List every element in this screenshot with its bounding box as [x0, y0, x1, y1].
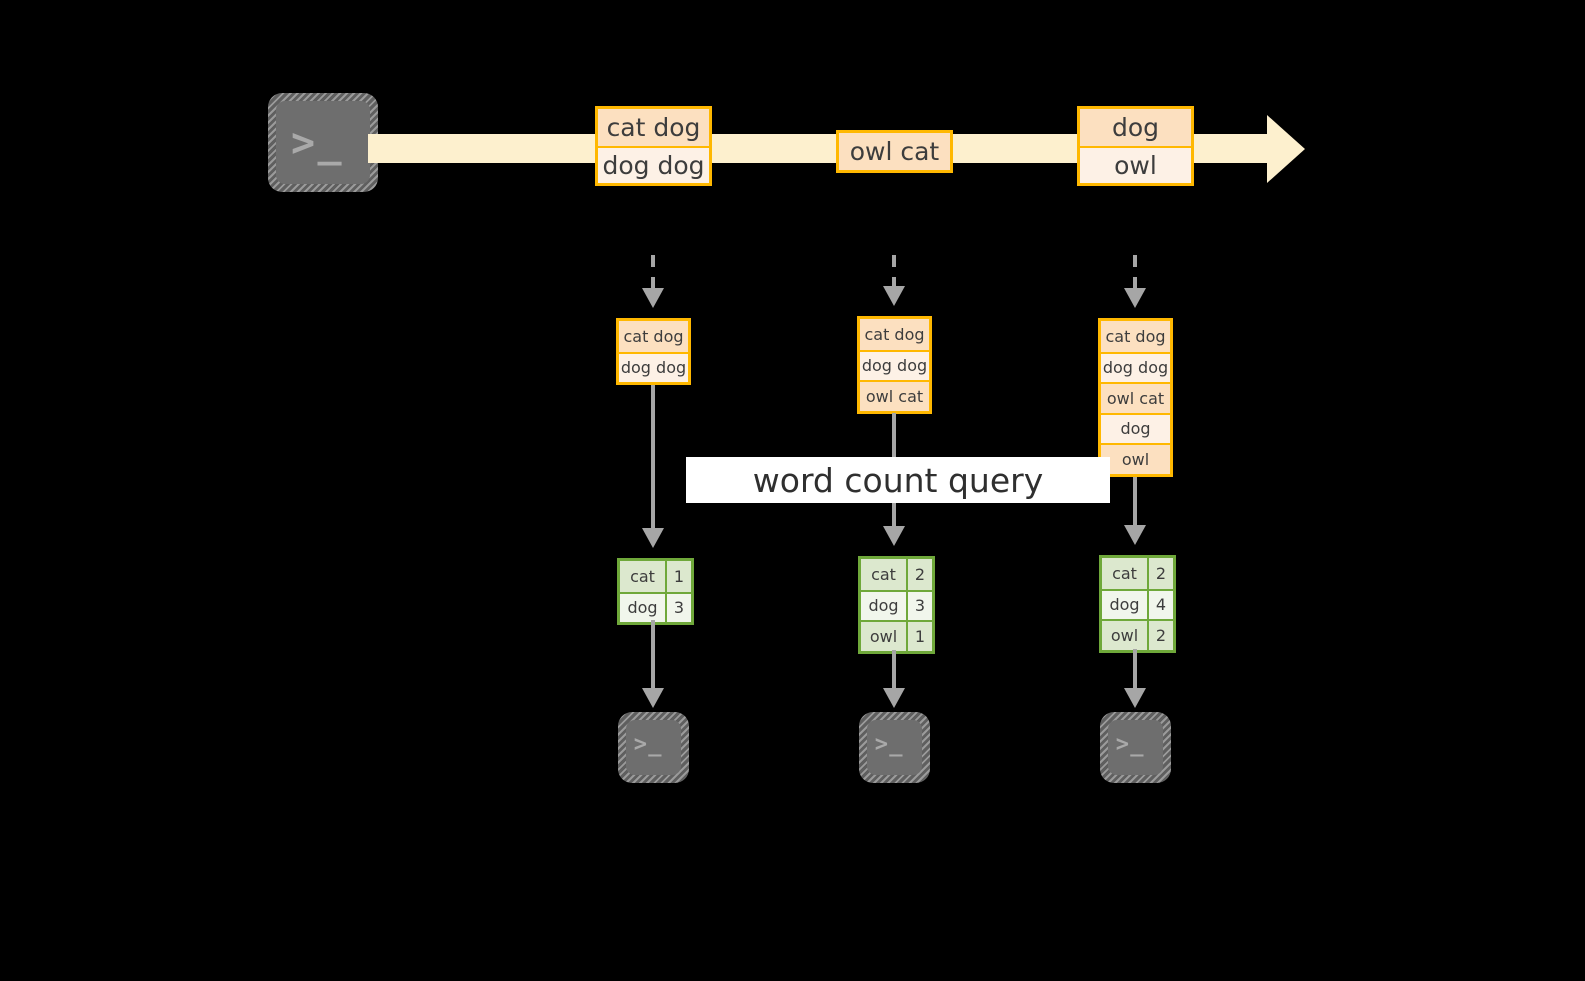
terminal-prompt-glyph: >_ [1115, 732, 1145, 758]
stream-to-state-arrowhead-2 [883, 286, 905, 306]
result-word: owl [1102, 621, 1147, 650]
state-row: owl cat [860, 380, 929, 411]
result-word: dog [861, 591, 906, 620]
result-count: 2 [1147, 558, 1173, 589]
result-to-consumer-arrowhead-2 [883, 688, 905, 708]
stream-message-group-3[interactable]: dog owl [1077, 106, 1194, 186]
state-to-result-connector-1 [651, 385, 655, 537]
result-word: dog [620, 593, 665, 622]
stream-to-state-arrowhead-1 [642, 288, 664, 308]
stream-message-group-2[interactable]: owl cat [836, 130, 953, 173]
state-row: owl [1101, 443, 1170, 474]
state-row: owl cat [1101, 382, 1170, 413]
stream-message-row: dog dog [598, 146, 709, 183]
result-count: 1 [665, 561, 691, 592]
result-table-3[interactable]: cat 2 dog 4 owl 2 [1099, 555, 1176, 653]
accumulated-state-3[interactable]: cat dog dog dog owl cat dog owl [1098, 318, 1173, 477]
terminal-prompt-glyph: >_ [633, 732, 663, 758]
result-word: cat [1102, 558, 1147, 589]
result-word: owl [861, 622, 906, 651]
producer-terminal-icon: >_ [268, 93, 378, 192]
result-count: 3 [906, 591, 932, 620]
result-count: 4 [1147, 590, 1173, 619]
accumulated-state-2[interactable]: cat dog dog dog owl cat [857, 316, 932, 414]
state-to-result-arrowhead-3 [1124, 525, 1146, 545]
result-count: 2 [1147, 621, 1173, 650]
terminal-screen: >_ [626, 720, 681, 775]
query-label-band: word count query [686, 457, 1110, 503]
state-row: dog dog [860, 349, 929, 380]
table-row: dog 3 [861, 589, 932, 620]
terminal-screen: >_ [867, 720, 922, 775]
stream-arrowhead [1267, 114, 1305, 183]
table-row: cat 1 [620, 561, 691, 592]
result-word: dog [1102, 590, 1147, 619]
terminal-screen: >_ [1108, 720, 1163, 775]
result-to-consumer-arrowhead-1 [642, 688, 664, 708]
consumer-terminal-icon-1: >_ [618, 712, 689, 783]
state-to-result-connector-3 [1133, 477, 1137, 535]
table-row: owl 1 [861, 620, 932, 651]
stream-message-group-1[interactable]: cat dog dog dog [595, 106, 712, 186]
result-word: cat [861, 559, 906, 590]
consumer-terminal-icon-2: >_ [859, 712, 930, 783]
state-row: cat dog [860, 319, 929, 350]
query-label: word count query [752, 460, 1044, 500]
result-to-consumer-arrowhead-3 [1124, 688, 1146, 708]
state-row: dog dog [1101, 351, 1170, 382]
state-row: cat dog [1101, 321, 1170, 352]
state-row: dog dog [619, 351, 688, 382]
accumulated-state-1[interactable]: cat dog dog dog [616, 318, 691, 385]
result-to-consumer-connector-1 [651, 620, 655, 695]
terminal-prompt-glyph: >_ [291, 119, 344, 166]
state-row: cat dog [619, 321, 688, 352]
table-row: dog 4 [1102, 588, 1173, 619]
stream-to-state-connector-2 [892, 255, 896, 297]
result-count: 2 [906, 559, 932, 590]
stream-message-row: dog [1080, 109, 1191, 146]
table-row: owl 2 [1102, 619, 1173, 650]
state-to-result-arrowhead-1 [642, 528, 664, 548]
stream-to-state-connector-3 [1133, 255, 1137, 299]
stream-to-state-connector-1 [651, 255, 655, 299]
result-count: 1 [906, 622, 932, 651]
table-row: cat 2 [1102, 558, 1173, 589]
state-to-result-arrowhead-2 [883, 526, 905, 546]
result-table-2[interactable]: cat 2 dog 3 owl 1 [858, 556, 935, 654]
terminal-prompt-glyph: >_ [874, 732, 904, 758]
result-to-consumer-connector-2 [892, 650, 896, 695]
stream-message-row: cat dog [598, 109, 709, 146]
state-row: dog [1101, 412, 1170, 443]
result-word: cat [620, 561, 665, 592]
stream-to-state-arrowhead-3 [1124, 288, 1146, 308]
terminal-screen: >_ [276, 101, 370, 184]
result-count: 3 [665, 593, 691, 622]
result-table-1[interactable]: cat 1 dog 3 [617, 558, 694, 625]
consumer-terminal-icon-3: >_ [1100, 712, 1171, 783]
table-row: dog 3 [620, 591, 691, 622]
result-to-consumer-connector-3 [1133, 649, 1137, 695]
stream-message-row: owl cat [839, 133, 950, 170]
stream-message-row: owl [1080, 146, 1191, 183]
table-row: cat 2 [861, 559, 932, 590]
